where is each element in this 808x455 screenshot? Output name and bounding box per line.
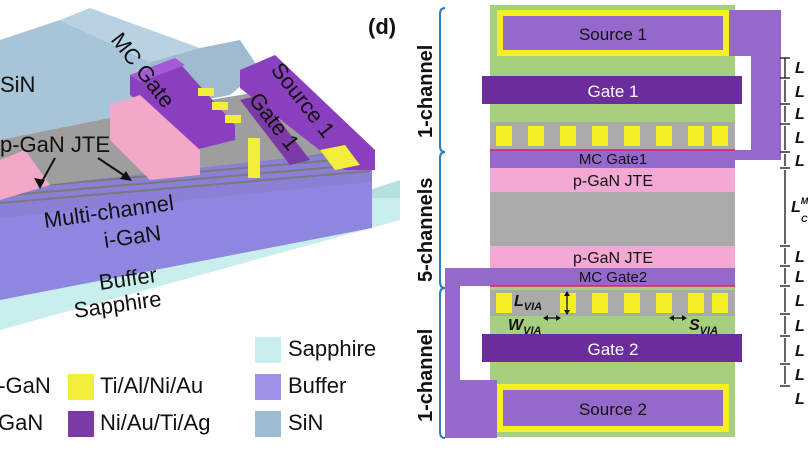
source1-block (240, 55, 375, 170)
panel-letter: (d) (368, 14, 396, 39)
ohmic-contacts (198, 88, 260, 178)
bracket-bottom (439, 287, 446, 439)
bracket-top (439, 7, 446, 153)
legend-item-sapphire: Sapphire (255, 336, 376, 363)
gate1-bar (482, 76, 742, 104)
source2-label: Source 2 (579, 400, 647, 419)
legend-swatch-sin (255, 411, 281, 437)
region-label-top: 1-channel (415, 45, 437, 138)
dim-label-2: L (795, 84, 805, 101)
right-dimension-labels: L L L L L LM C L L L L L L L (791, 60, 808, 408)
gate1-label: Gate 1 (587, 82, 638, 101)
region-label-bottom: 1-channel (415, 329, 437, 422)
multichannel-area (490, 192, 735, 246)
source2-pad: Source 2 (445, 268, 729, 438)
right-dimension-ticks (780, 57, 790, 387)
dim-label-5: L (795, 153, 805, 170)
legend-label-gan: GaN (0, 410, 43, 435)
region-label-middle: 5-channels (415, 178, 437, 282)
l-via-label: LVIA (514, 293, 542, 313)
source1-yellow (320, 145, 360, 170)
pgan-jte-block-right (110, 95, 200, 180)
dim-label-mc-sub: C (801, 214, 808, 224)
pgan-jte-top-label: p-GaN JTE (573, 173, 653, 190)
legend-label-sapphire: Sapphire (288, 336, 376, 361)
dim-label-10: L (795, 343, 805, 360)
dim-label-6: L (795, 249, 805, 266)
dim-label-8: L (795, 293, 805, 310)
mc-gate-top (130, 58, 185, 82)
legend-label-buffer: Buffer (288, 373, 346, 398)
pgan-jte-bottom-label: p-GaN JTE (573, 250, 653, 267)
legend-label-tialniau: Ti/Al/Ni/Au (100, 373, 203, 398)
sin-block-top (60, 8, 200, 62)
legend-label-pgan: p-GaN (0, 373, 51, 398)
dim-label-3: L (795, 106, 805, 123)
gate2-label: Gate 2 (587, 340, 638, 359)
bracket-middle (439, 151, 446, 289)
label-sin: SiN (0, 72, 35, 97)
legend-item-buffer: Buffer (255, 373, 346, 400)
legend-item-sin: SiN (255, 410, 323, 437)
dim-label-1: L (795, 60, 805, 77)
pgan-arrows (34, 157, 132, 189)
legend-swatch-yellow (68, 374, 94, 400)
source1-label: Source 1 (579, 25, 647, 44)
mc-gate1-label: MC Gate1 (579, 151, 647, 168)
dim-label-mc: LM (791, 196, 808, 216)
legend-item-tialniau: Ti/Al/Ni/Au (68, 373, 203, 400)
pgan-jte-block-left (0, 150, 50, 200)
mc-gate1-bar (490, 150, 735, 168)
legend-swatch-buffer (255, 374, 281, 400)
legend-item-pgan: p-GaN (0, 373, 51, 398)
dim-label-11: L (795, 367, 805, 384)
source1-pad: Source 1 (497, 10, 781, 160)
dim-label-7: L (795, 269, 805, 286)
region-brackets (439, 7, 446, 439)
gate1-block (240, 95, 310, 165)
legend-swatch-purple (68, 411, 94, 437)
mc-gate2-bar (450, 268, 735, 286)
legend: p-GaN GaN Ti/Al/Ni/Au Ni/Au/Ti/Ag Sapphi… (0, 336, 376, 437)
gate2-bar (482, 334, 742, 362)
buffer-layer-front (0, 180, 372, 300)
mc-gate-block (130, 58, 235, 150)
dim-label-4: L (795, 130, 805, 147)
via-dimension-annotations: LVIA WVIA SVIA (508, 291, 718, 337)
device-3d-panel: SiN MC Gate Source 1 Gate 1 p-GaN JTE Mu… (0, 8, 400, 330)
layout-panel-d: (d) 1-channel 5-channels 1-channel Sourc… (368, 5, 808, 439)
igan-layer (0, 145, 372, 218)
dim-label-12: L (795, 391, 805, 408)
legend-swatch-sapphire (255, 337, 281, 363)
label-pgan-jte: p-GaN JTE (0, 132, 110, 157)
legend-label-sin: SiN (288, 410, 323, 435)
via-row-top (496, 126, 728, 146)
pgan-jte-bottom-bar (490, 246, 735, 268)
legend-label-niautiag: Ni/Au/Ti/Ag (100, 410, 210, 435)
mc-gate2-label: MC Gate2 (579, 269, 647, 286)
legend-item-niautiag: Ni/Au/Ti/Ag (68, 410, 210, 437)
legend-item-gan: GaN (0, 410, 43, 435)
dim-label-9: L (795, 318, 805, 335)
pgan-jte-top-bar (490, 168, 735, 192)
via-row-bottom (496, 293, 728, 313)
